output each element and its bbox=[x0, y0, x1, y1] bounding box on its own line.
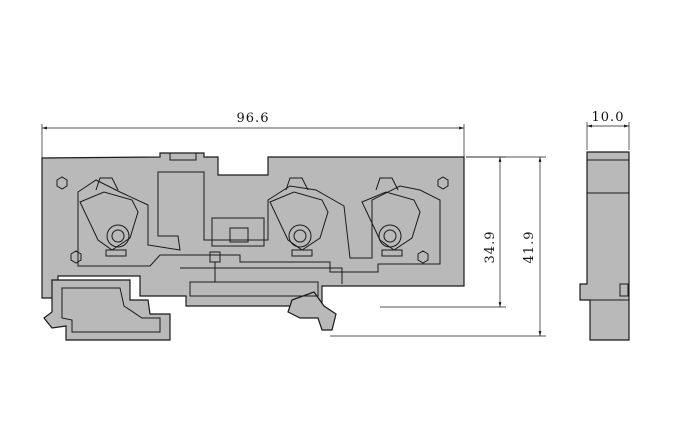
spring-clamp-middle bbox=[269, 177, 329, 257]
dim-label-side-width: 10.0 bbox=[592, 110, 625, 125]
inner-cavity bbox=[77, 171, 441, 273]
front-view bbox=[41, 152, 465, 341]
housing-outline bbox=[41, 152, 465, 307]
hole-bottom-left bbox=[70, 250, 82, 264]
side-housing bbox=[579, 151, 630, 341]
dimension-overall-height: 41.9 bbox=[330, 156, 546, 337]
spring-clamp-right bbox=[361, 177, 421, 257]
hole-top-right bbox=[437, 176, 449, 190]
mounting-holes bbox=[56, 176, 449, 264]
hole-bottom-right bbox=[417, 250, 429, 264]
dimension-overall-width: 96.6 bbox=[41, 111, 465, 158]
bridge-bar bbox=[189, 281, 319, 297]
rail-foot bbox=[43, 279, 171, 341]
test-slot bbox=[229, 227, 249, 243]
side-view bbox=[579, 151, 630, 341]
hole-top-left bbox=[56, 176, 68, 190]
center-frame bbox=[211, 217, 265, 247]
top-slot bbox=[169, 153, 197, 161]
dim-label-inner-height: 34.9 bbox=[483, 231, 498, 264]
spring-clamp-left bbox=[79, 177, 139, 257]
dim-label-overall-width: 96.6 bbox=[237, 111, 270, 126]
dim-label-overall-height: 41.9 bbox=[522, 231, 537, 264]
rail-hook bbox=[287, 291, 337, 331]
bridge-inner bbox=[180, 267, 343, 284]
rail-foot-window bbox=[61, 287, 161, 333]
side-notch bbox=[619, 283, 629, 297]
dimension-side-width: 10.0 bbox=[586, 110, 630, 150]
